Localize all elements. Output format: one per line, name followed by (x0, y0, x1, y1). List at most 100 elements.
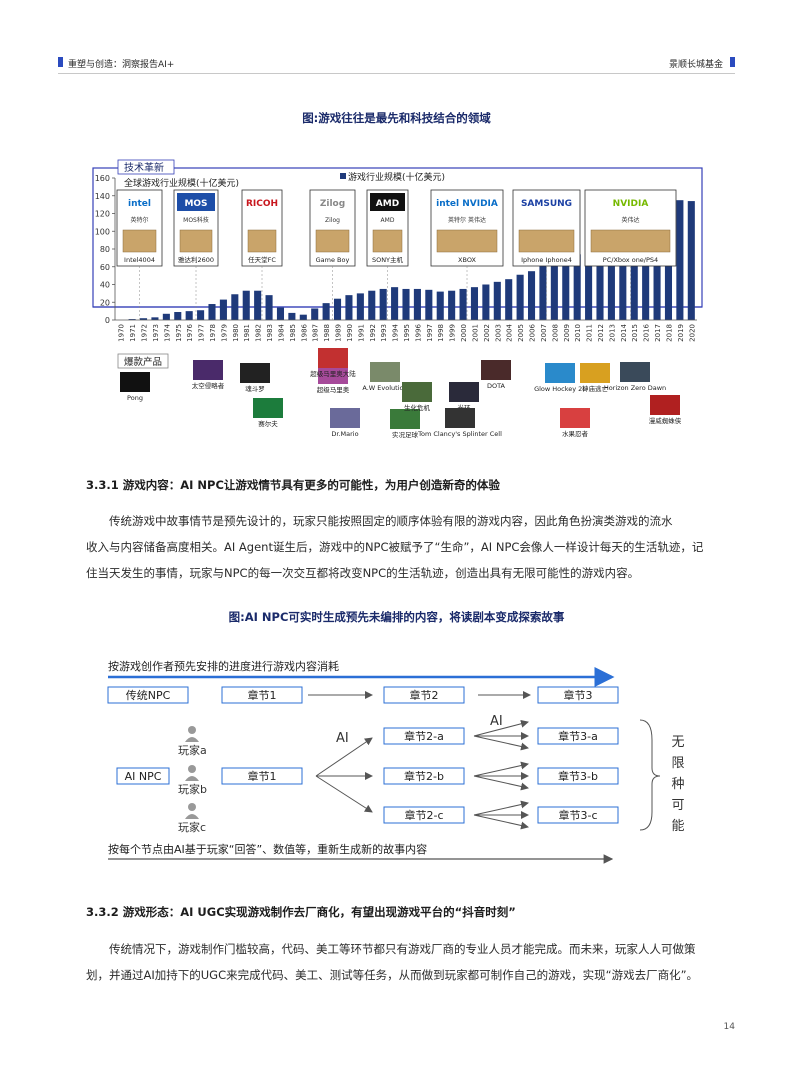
y-tick-label: 40 (100, 281, 110, 290)
game-thumbnail (253, 398, 283, 418)
tech-product-image (179, 229, 213, 253)
infinite-char: 种 (671, 777, 684, 792)
bar-1994 (391, 287, 399, 320)
bar-1984 (276, 307, 285, 320)
figure1-title: 图:游戏往往是最先和科技结合的领域 (302, 111, 491, 125)
y-tick-label: 120 (95, 210, 110, 219)
section1-line-3: 住当天发生的事情，玩家与NPC的每一次交互都将改变NPC的生活轨迹，创造出具有无… (86, 566, 640, 580)
bar-2020 (687, 201, 695, 320)
tech-product-image (372, 229, 403, 253)
y-tick-label: 0 (105, 316, 110, 325)
player-c-label: 玩家c (178, 820, 206, 834)
x-tick-label: 2018 (665, 324, 673, 342)
tech-product-image (315, 229, 350, 253)
section1-line-1: 传统游戏中故事情节是预先设计的，玩家只能按照固定的顺序体验有限的游戏内容，因此角… (109, 514, 673, 528)
x-tick-label: 2002 (483, 324, 491, 342)
game-5: 赛尔夫 (253, 398, 283, 428)
bar-1995 (402, 288, 410, 320)
x-tick-label: 1997 (426, 324, 434, 342)
branch-arrow-c (315, 775, 373, 813)
bar-1981 (242, 290, 250, 320)
bar-2008 (550, 257, 558, 321)
brace (639, 719, 661, 831)
game-thumbnail (580, 363, 610, 383)
game-label: 超级马里奥 (317, 385, 350, 394)
trad-chapter2-box (383, 686, 465, 704)
x-tick-label: 2006 (529, 323, 537, 341)
infinite-char: 可 (671, 798, 684, 813)
series-label: 全球游戏行业规模(十亿美元) (124, 177, 239, 189)
tech-sub: 英特尔 英伟达 (448, 216, 486, 224)
tech-logo: Zilog (320, 199, 345, 209)
game-17: Horizon Zero Dawn (604, 362, 666, 392)
tech-logo: intel (128, 199, 151, 209)
chapter3b-box (537, 767, 619, 785)
bar-2004 (505, 279, 513, 320)
bar-2019 (676, 200, 684, 320)
bar-1998 (436, 291, 444, 320)
bar-1976 (185, 311, 193, 321)
y-tick-label: 160 (95, 174, 110, 183)
game-thumbnail (560, 408, 590, 428)
ai-label-1: AI (336, 731, 349, 746)
section2-line-1: 传统情况下，游戏制作门槛较高，代码、美工等环节都只有游戏厂商的专业人员才能完成。… (109, 942, 696, 956)
x-tick-label: 1987 (312, 324, 320, 342)
game-label: 神庙逃亡 (582, 384, 609, 393)
tech-caption: 雅达利2600 (178, 255, 214, 264)
bar-1992 (368, 290, 376, 320)
x-tick-label: 1991 (357, 324, 365, 342)
bar-1973 (151, 317, 159, 320)
x-tick-label: 1989 (335, 324, 343, 342)
x-tick-label: 2009 (563, 324, 571, 342)
tech-caption: XBOX (458, 256, 476, 264)
tech-caption: PC/Xbox one/PS4 (603, 256, 658, 264)
x-tick-label: 2000 (460, 324, 468, 342)
figure2-title: 图:AI NPC可实时生成预先未编排的内容，将读剧本变成探索故事 (228, 610, 565, 624)
branch-arrow-a (315, 737, 373, 777)
game-thumbnail (390, 409, 420, 429)
game-3: 魂斗罗 (240, 363, 270, 393)
bar-2015 (630, 225, 638, 320)
game-thumbnail (449, 382, 479, 402)
x-tick-label: 1986 (300, 323, 308, 341)
chapter2a-box (383, 727, 465, 745)
x-tick-label: 2004 (506, 323, 514, 341)
bar-2014 (619, 233, 627, 320)
tech-logo: MOS (184, 199, 207, 209)
player-a-icon (185, 726, 199, 742)
bar-1971 (128, 319, 136, 320)
y-tick-label: 60 (100, 263, 110, 272)
y-tick-label: 80 (100, 245, 110, 254)
game-label: 赛尔夫 (258, 419, 278, 428)
x-tick-label: 2014 (620, 323, 628, 341)
x-tick-label: 1971 (129, 324, 137, 342)
chapter3c-box (537, 806, 619, 824)
bar-1987 (311, 308, 319, 320)
x-tick-label: 1999 (449, 324, 457, 342)
tech-logo: RICOH (246, 199, 278, 209)
tech-sub: 英伟达 (621, 216, 639, 224)
x-tick-label: 1998 (437, 324, 445, 342)
tech-sub: MOS科技 (183, 216, 209, 224)
game-label: 太空侵略者 (192, 381, 225, 390)
bar-1986 (299, 314, 307, 320)
fan-arrows (473, 719, 529, 830)
tech-product-image (122, 229, 157, 253)
section1-line-2: 收入与内容储备高度相关。AI Agent诞生后，游戏中的NPC被赋予了“生命”，… (86, 540, 704, 554)
game-label: DOTA (487, 382, 506, 390)
tech-product-image (590, 229, 671, 253)
bar-1980 (231, 294, 239, 320)
ai-label-2: AI (490, 714, 503, 729)
hit-products: Pong太空侵略者魂斗罗超级马里奥赛尔夫超级马里奥大陆Dr.MarioA.W E… (120, 348, 682, 439)
legend-swatch (340, 173, 346, 179)
bar-2011 (585, 249, 593, 320)
x-tick-label: 2011 (586, 324, 594, 342)
